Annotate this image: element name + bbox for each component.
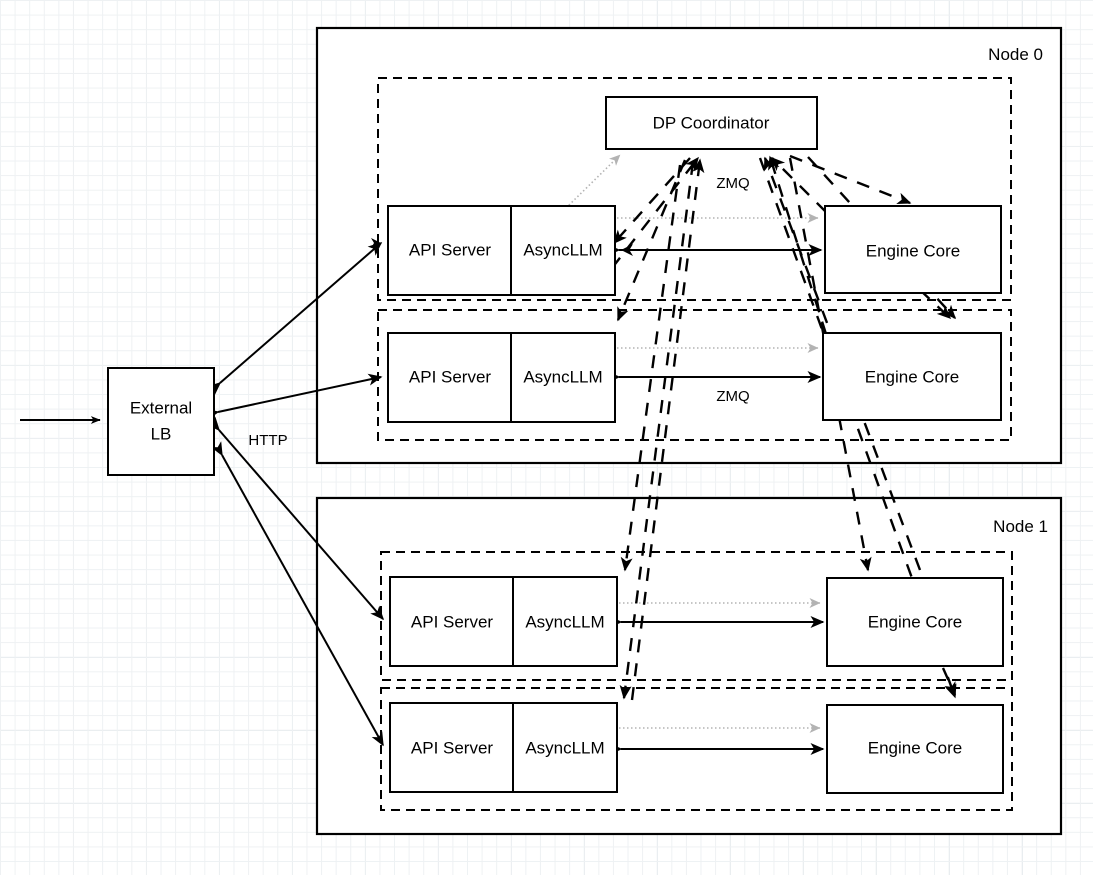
edge-arrow-tips [371, 238, 633, 256]
dp-coordinator-box[interactable] [605, 96, 818, 150]
node1-api-server-box-1[interactable] [389, 702, 618, 793]
node1-engine-core-box-1[interactable] [826, 704, 1004, 794]
external-lb-label-line2: LB [151, 424, 172, 443]
edge-coordinator-to-node0-engine1 [807, 156, 957, 320]
edge-lb-to-node0-api1 [204, 373, 383, 421]
edge-coordinator-to-node0-async0 [613, 157, 691, 245]
node0-engine-core-box-0[interactable] [824, 205, 1002, 294]
edge-node1-engine0-to-engine1 [941, 667, 957, 697]
http-label: HTTP [248, 432, 287, 449]
external-lb-box[interactable] [107, 367, 215, 476]
node1-engine-core-label-0: Engine Core [868, 612, 963, 631]
node0-api-server-label-1: API Server [409, 367, 492, 386]
node1-engine-core-label-1: Engine Core [868, 738, 963, 757]
node0-api-server-label-0: API Server [409, 240, 492, 259]
node0-api-server-box-0[interactable] [387, 205, 616, 296]
edge-coordinator-to-node0-engine0 [789, 154, 912, 205]
node1-group1-boundary [380, 687, 1013, 811]
node0-engine-core-label-1: Engine Core [865, 367, 960, 386]
external-lb-label-line1: External [130, 398, 192, 417]
edge-coordinator-to-node1-async0 [620, 164, 682, 572]
edge-node0-engine0-to-engine1 [919, 289, 952, 320]
node1-label: Node 1 [993, 517, 1048, 536]
node0-engine-core-label-0: Engine Core [866, 241, 961, 260]
edge-node0-async0-coordinator-dotted [565, 154, 621, 209]
zmq-label-node0-row1: ZMQ [716, 388, 749, 405]
node1-engine-core-box-0[interactable] [826, 577, 1004, 667]
dp-coordinator-label: DP Coordinator [653, 113, 770, 132]
edge-lb-to-node1-api1 [210, 441, 384, 747]
edge-node1-engine1-to-coordinator [630, 158, 705, 701]
node1-api-server-label-0: API Server [411, 612, 494, 631]
node0-async-llm-label-1: AsyncLLM [523, 367, 602, 386]
node1-api-server-box-0[interactable] [389, 576, 618, 667]
node1-api-server-label-1: API Server [411, 738, 494, 757]
node0-api-server-box-1[interactable] [387, 332, 616, 423]
node0-label: Node 0 [988, 45, 1043, 64]
node1-async-llm-label-0: AsyncLLM [525, 612, 604, 631]
node0-group0-boundary [377, 77, 1012, 301]
edge-lb-to-node0-api0 [206, 242, 383, 396]
node1-async-llm-label-1: AsyncLLM [525, 738, 604, 757]
node0-engine-core-box-1[interactable] [822, 332, 1002, 421]
node0-async-llm-label-0: AsyncLLM [523, 240, 602, 259]
edge-coordinator-to-node1-async1 [619, 161, 695, 700]
edge-node0-engine0-to-coordinator [770, 156, 827, 213]
zmq-label-node0: ZMQ [716, 175, 749, 192]
edge-coordinator-to-node0-async1 [616, 159, 687, 322]
node1-group0-boundary [380, 551, 1013, 681]
